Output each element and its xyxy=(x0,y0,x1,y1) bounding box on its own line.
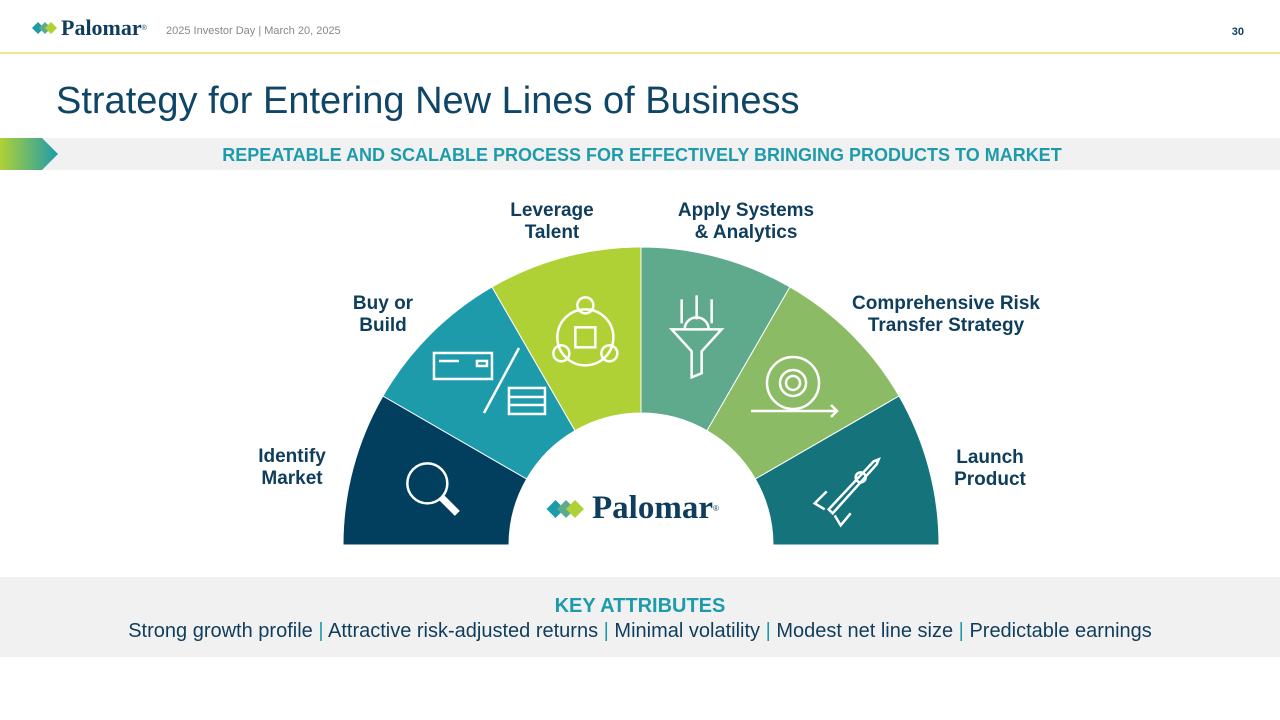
key-attributes: KEY ATTRIBUTES Strong growth profile | A… xyxy=(0,577,1280,657)
logo-mark-icon xyxy=(546,499,584,518)
check-and-bricks-icon xyxy=(432,347,547,416)
key-attributes-heading: KEY ATTRIBUTES xyxy=(554,595,726,617)
page-number: 30 xyxy=(1231,26,1244,38)
gear-cycle-icon xyxy=(751,355,839,418)
banner: REPEATABLE AND SCALABLE PROCESS FOR EFFE… xyxy=(0,138,1280,170)
funnel-icon xyxy=(668,295,725,380)
magnifier-icon xyxy=(406,462,460,516)
key-attributes-list: Strong growth profile | Attractive risk-… xyxy=(128,620,1152,642)
step-label-systems: Apply Systems& Analytics xyxy=(677,200,815,243)
event-subtitle: 2025 Investor Day | March 20, 2025 xyxy=(166,25,341,37)
logo-mark-icon xyxy=(32,22,57,34)
center-logo: Palomar® xyxy=(546,490,719,527)
brand-logo: Palomar® xyxy=(32,15,147,41)
step-wedge xyxy=(754,395,940,546)
rocket-icon xyxy=(812,457,881,528)
team-puzzle-icon xyxy=(552,296,619,367)
banner-text: REPEATABLE AND SCALABLE PROCESS FOR EFFE… xyxy=(222,145,1062,165)
page-title: Strategy for Entering New Lines of Busin… xyxy=(56,80,800,122)
header: Palomar® 2025 Investor Day | March 20, 2… xyxy=(0,0,1280,54)
